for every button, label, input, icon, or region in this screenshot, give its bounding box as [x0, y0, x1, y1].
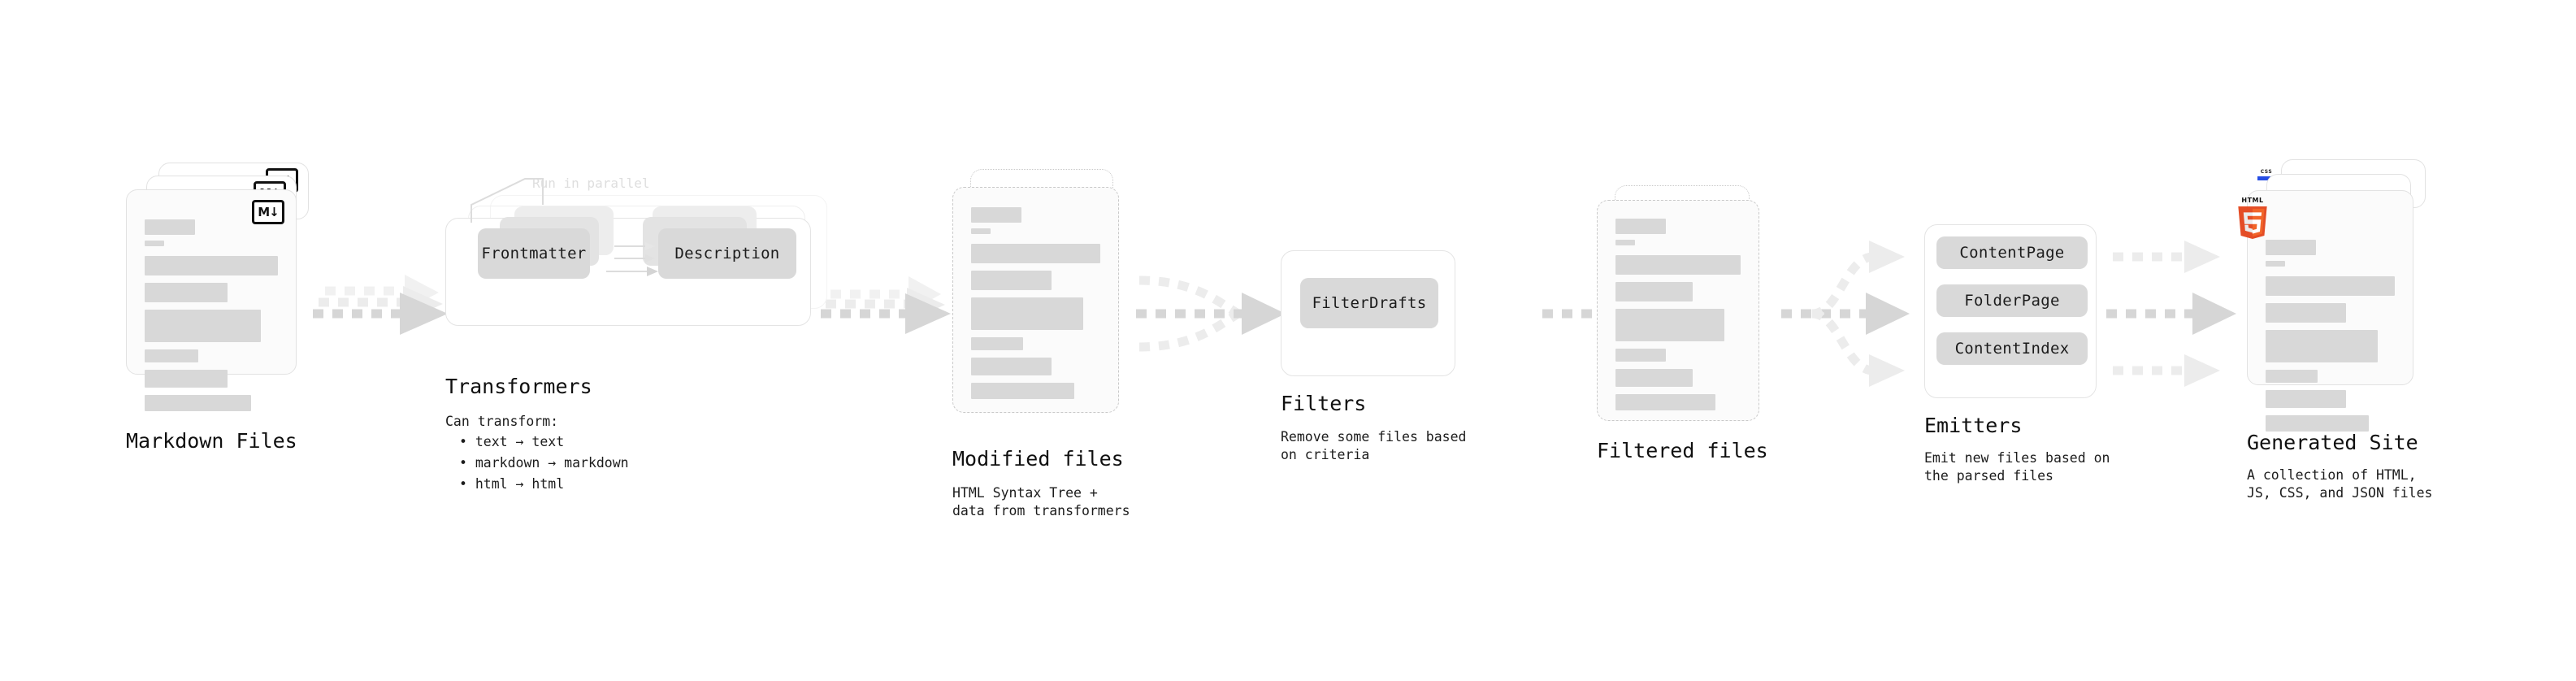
- markdown-card-front: M↓: [126, 189, 297, 411]
- connector-emitters-to-site: [2106, 241, 2236, 387]
- filtered-card-front: [1597, 200, 1759, 421]
- modified-card-front: [952, 187, 1119, 413]
- emitters-caption: Emit new files based on the parsed files: [1924, 450, 2110, 484]
- skeleton-bar: [2266, 240, 2316, 255]
- skeleton-bar: [145, 395, 252, 411]
- filters-caption: Remove some files based on criteria: [1281, 429, 1467, 462]
- skeleton-bar: [145, 310, 261, 342]
- skeleton-bar: [145, 349, 198, 362]
- skeleton-bar: [971, 271, 1052, 290]
- skeleton-bar: [971, 244, 1100, 263]
- skeleton-bar: [2266, 370, 2318, 383]
- transformers-group: Frontmatter Description: [445, 178, 827, 349]
- css-badge-icon: [2257, 169, 2275, 180]
- markdown-badge-icon: M↓: [252, 200, 284, 224]
- skeleton-content: [1615, 219, 1741, 416]
- run-in-parallel-label: Run in parallel: [532, 176, 650, 191]
- stage-title-modified-files: Modified files: [952, 447, 1124, 471]
- skeleton-bar: [145, 256, 278, 275]
- skeleton-bar: [2266, 276, 2395, 296]
- stage-title-generated-site: Generated Site: [2247, 431, 2418, 454]
- skeleton-bar: [1615, 349, 1666, 362]
- chip-filterdrafts[interactable]: FilterDrafts: [1300, 278, 1438, 328]
- skeleton-bar: [1615, 282, 1693, 301]
- skeleton-content: [2266, 240, 2395, 437]
- chip-description[interactable]: Description: [658, 228, 796, 279]
- skeleton-bar: [2266, 303, 2346, 323]
- skeleton-bar: [2266, 330, 2379, 362]
- skeleton-bar: [971, 297, 1084, 330]
- stage-title-emitters: Emitters: [1924, 414, 2023, 437]
- skeleton-bar: [1615, 309, 1724, 341]
- connector-transformers-to-modified: [821, 276, 951, 334]
- skeleton-bar: [971, 358, 1052, 375]
- skeleton-bar: [1615, 394, 1716, 410]
- stage-title-filtered-files: Filtered files: [1597, 439, 1768, 462]
- skeleton-bar: [1615, 255, 1741, 275]
- skeleton-bar: [971, 383, 1075, 399]
- connector-modified-to-filters: [1136, 275, 1286, 352]
- stage-title-transformers: Transformers: [445, 375, 592, 398]
- run-in-parallel-bracket: [471, 178, 544, 223]
- connector-md-to-transformers: [313, 275, 448, 335]
- skeleton-content: [971, 207, 1100, 405]
- emitters-group: ContentPage FolderPage ContentIndex: [1924, 224, 2097, 398]
- transformers-list-item-2: • html → html: [459, 476, 565, 492]
- stage-title-filters: Filters: [1281, 392, 1367, 415]
- skeleton-bar: [145, 370, 228, 388]
- skeleton-bar: [2266, 390, 2346, 408]
- skeleton-bar: [145, 283, 228, 302]
- modified-files-caption: HTML Syntax Tree + data from transformer…: [952, 485, 1130, 518]
- connector-filtered-to-emitters: [1781, 241, 1910, 387]
- filters-group: FilterDrafts: [1281, 250, 1455, 376]
- html5-badge-icon: HTML: [2235, 197, 2270, 239]
- chip-contentindex[interactable]: ContentIndex: [1936, 332, 2088, 365]
- skeleton-bar: [2266, 415, 2370, 432]
- skeleton-bar: [145, 219, 195, 235]
- chip-frontmatter[interactable]: Frontmatter: [478, 228, 590, 279]
- skeleton-content: [145, 219, 278, 417]
- transformers-list-item-1: • markdown → markdown: [459, 455, 629, 471]
- html5-badge-label: HTML: [2241, 197, 2264, 204]
- generated-card-front-html: HTML: [2238, 190, 2413, 432]
- generated-site-caption: A collection of HTML, JS, CSS, and JSON …: [2247, 467, 2433, 501]
- html5-shield-icon: [2238, 206, 2267, 239]
- transformers-list-item-0: • text → text: [459, 434, 565, 449]
- stage-title-markdown-files: Markdown Files: [126, 429, 297, 453]
- skeleton-bar: [2266, 261, 2285, 267]
- skeleton-bar: [971, 337, 1023, 350]
- skeleton-bar: [971, 228, 991, 234]
- skeleton-bar: [1615, 369, 1693, 387]
- transformers-caption: Can transform:: [445, 414, 559, 429]
- chip-contentpage[interactable]: ContentPage: [1936, 236, 2088, 269]
- chip-folderpage[interactable]: FolderPage: [1936, 284, 2088, 317]
- skeleton-bar: [1615, 219, 1666, 234]
- skeleton-bar: [971, 207, 1021, 223]
- skeleton-bar: [145, 241, 164, 246]
- skeleton-bar: [1615, 240, 1635, 245]
- transformer-inner-arrows: [606, 242, 658, 276]
